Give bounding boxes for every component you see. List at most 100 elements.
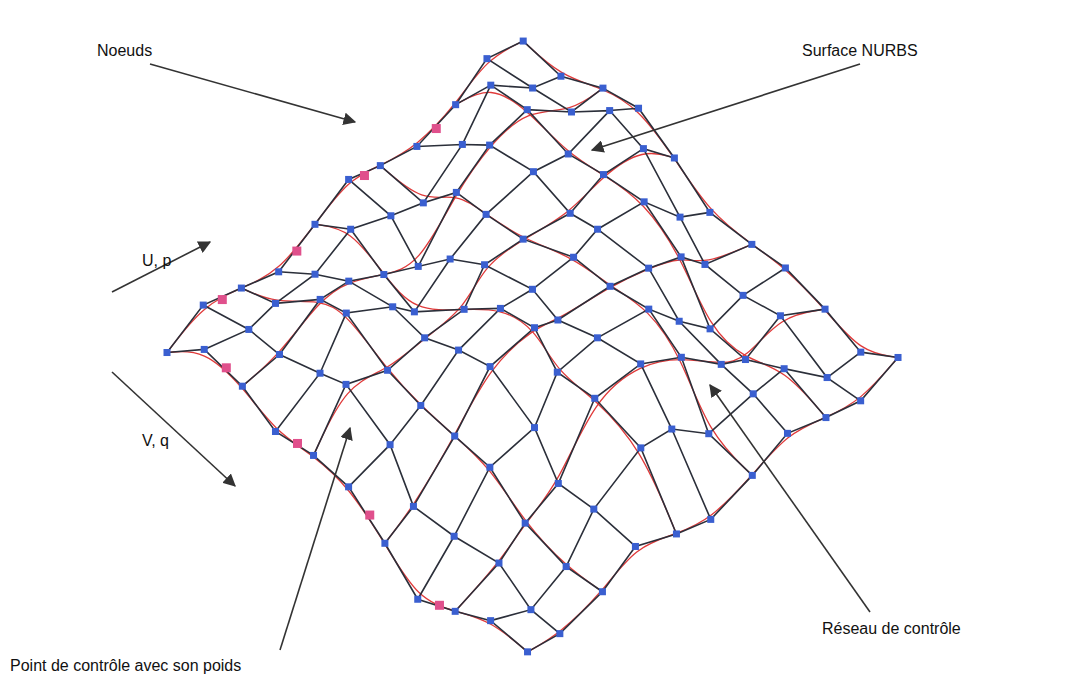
- control-point: [417, 402, 424, 409]
- control-point: [678, 354, 685, 361]
- control-point: [567, 210, 574, 217]
- control-point: [594, 334, 601, 341]
- control-net-line: [279, 272, 636, 547]
- control-net-line: [349, 202, 710, 487]
- control-net-line: [418, 268, 786, 599]
- control-point: [420, 199, 427, 206]
- leader-arrow: [112, 242, 210, 292]
- control-point: [451, 433, 458, 440]
- control-point: [275, 268, 282, 275]
- control-point: [272, 428, 279, 435]
- control-point: [495, 560, 502, 567]
- control-point: [591, 395, 598, 402]
- knots-label: Noeuds: [95, 40, 154, 61]
- control-point: [600, 171, 607, 178]
- control-point: [414, 596, 421, 603]
- control-point: [377, 162, 384, 169]
- control-point: [857, 397, 864, 404]
- control-point: [824, 374, 831, 381]
- knot: [360, 171, 369, 180]
- control-net-line: [523, 41, 898, 357]
- control-point: [164, 349, 171, 356]
- v-direction-label: V, q: [140, 430, 171, 451]
- control-point: [705, 430, 712, 437]
- control-point: [641, 198, 648, 205]
- control-point: [520, 236, 527, 243]
- control-net-line: [528, 357, 898, 651]
- leader-lines: [112, 64, 870, 650]
- control-point: [857, 349, 864, 356]
- control-net-line: [417, 144, 788, 433]
- control-point: [742, 356, 749, 363]
- control-point: [707, 325, 714, 332]
- control-point: [822, 414, 829, 421]
- control-point: [637, 360, 644, 367]
- control-point: [740, 292, 747, 299]
- control-point: [632, 543, 639, 550]
- leader-arrow: [150, 64, 355, 122]
- control-net-line: [349, 179, 711, 519]
- control-point: [387, 212, 394, 219]
- control-point: [529, 85, 536, 92]
- surface-isocurve: [455, 309, 825, 611]
- knot: [293, 439, 302, 448]
- knot: [218, 295, 227, 304]
- control-point: [461, 306, 468, 313]
- control-point: [272, 300, 279, 307]
- control-point: [481, 261, 488, 268]
- control-point: [447, 256, 454, 263]
- control-point: [311, 221, 318, 228]
- leader-arrow: [710, 385, 870, 612]
- control-point: [565, 150, 572, 157]
- control-point: [487, 363, 494, 370]
- control-point: [487, 617, 494, 624]
- knot: [222, 363, 231, 372]
- control-point: [529, 286, 536, 293]
- control-point: [413, 143, 420, 150]
- control-point: [520, 38, 527, 45]
- control-point: [347, 226, 354, 233]
- control-point: [784, 430, 791, 437]
- surface-label: Surface NURBS: [800, 40, 920, 61]
- control-point: [556, 630, 563, 637]
- control-point: [310, 452, 317, 459]
- control-point: [706, 209, 713, 216]
- control-point: [524, 648, 531, 655]
- control-point: [452, 608, 459, 615]
- control-point: [707, 516, 714, 523]
- control-net-line: [242, 88, 603, 386]
- control-point: [345, 278, 352, 285]
- control-point: [276, 351, 283, 358]
- control-point: [750, 390, 757, 397]
- control-net-label: Réseau de contrôle: [820, 618, 963, 639]
- leader-arrow: [112, 372, 235, 486]
- control-net-line: [275, 108, 638, 431]
- control-point: [637, 444, 644, 451]
- control-point: [822, 306, 829, 313]
- control-point: [486, 464, 493, 471]
- surface-isocurve: [167, 352, 528, 652]
- control-point: [345, 483, 352, 490]
- control-point: [640, 145, 647, 152]
- control-point: [201, 346, 208, 353]
- control-point: [317, 370, 324, 377]
- control-point: [635, 105, 642, 112]
- control-point: [590, 506, 597, 513]
- control-point: [452, 101, 459, 108]
- knot: [432, 124, 441, 133]
- control-point: [782, 264, 789, 271]
- control-point: [415, 263, 422, 270]
- control-point: [599, 588, 606, 595]
- control-point: [563, 563, 570, 570]
- control-point: [483, 211, 490, 218]
- control-point: [554, 316, 561, 323]
- control-point: [384, 367, 391, 374]
- control-point: [411, 308, 418, 315]
- control-point: [455, 347, 462, 354]
- control-net-line: [385, 244, 752, 543]
- control-point: [421, 334, 428, 341]
- control-point: [594, 226, 601, 233]
- control-point: [668, 426, 675, 433]
